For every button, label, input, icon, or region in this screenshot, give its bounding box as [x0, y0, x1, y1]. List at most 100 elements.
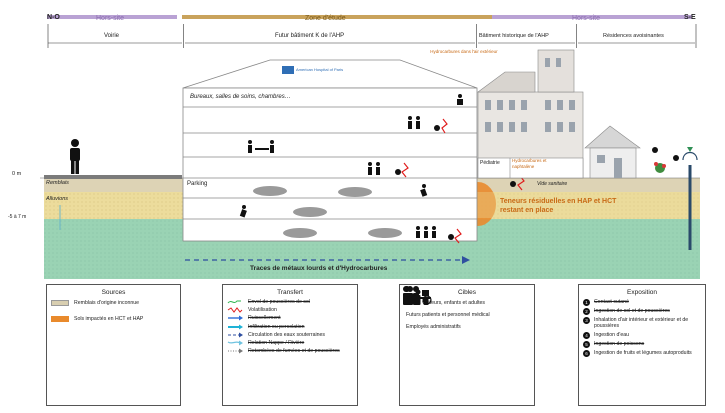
ahp-logo-icon [282, 66, 294, 74]
legend-transfert-label: Volatilisation [248, 307, 277, 314]
building-sign: American Hospital of Paris [296, 67, 344, 72]
historic-building [477, 49, 584, 179]
legend-transfert-label: Ruissellement [248, 315, 281, 322]
light-blue-arrow-icon [227, 340, 243, 346]
hors-site-bar-right [492, 15, 692, 19]
legend-transfert-label: Retombées de fumées et de poussières [248, 348, 340, 355]
legend-exposition-label: Inhalation d'air intérieur et extérieur … [594, 317, 689, 330]
zone-center-label: Zone d'étude [305, 15, 346, 22]
legend-cible-item: Futurs patients et personnel médical [404, 286, 528, 318]
legend-transfert-item: Envol de poussières de sol [227, 299, 353, 305]
legend-sources: Sources Remblais d'origine inconnue Sols… [46, 284, 181, 406]
section-arrows [47, 24, 697, 48]
zone-left-label: Hors-site [96, 15, 125, 22]
legend-transfert-item: Ruissellement [227, 315, 353, 321]
legend-sources-title: Sources [101, 289, 126, 296]
remblais-label: Remblais [46, 180, 69, 186]
legend-exposition-label: Ingestion de poissons [594, 340, 645, 347]
legend-cible-item: Employés administratifs [406, 286, 528, 330]
legend-exposition-item: 3 Inhalation d'air intérieur et extérieur… [583, 317, 701, 329]
parking-label: Parking [187, 181, 208, 187]
road [44, 175, 182, 179]
green-wave-arrow-icon [227, 300, 241, 304]
floor-top-label: Bureaux, salles de soins, chambres… [190, 94, 291, 100]
legend-exposition-item: 6 Ingestion de fruits et légumes autoprod… [583, 349, 701, 357]
legend-exposition-label: Ingestion de sol et de poussières [594, 308, 670, 315]
right-code: S-E [684, 14, 696, 21]
legend-transfert-item: Volatilisation [227, 307, 353, 313]
exposure-number: 5 [583, 340, 590, 348]
legend-exposition-item: 4 Ingestion d'eau [583, 331, 701, 339]
parking-cars [253, 186, 402, 238]
exposure-number: 4 [583, 331, 590, 339]
red-zigzag-icon [227, 307, 243, 314]
exposure-number: 1 [583, 299, 590, 306]
legend-transfert-item: Infiltration ou percolation [227, 324, 353, 330]
hydro-air-label: Hydrocarbures dans l'air extérieur [430, 49, 498, 54]
legend-cibles: Cibles Futurs visiteurs, enfants et adul… [399, 284, 535, 406]
remblais-swatch [51, 300, 69, 306]
cyan-arrow-icon [228, 324, 243, 330]
building-k-roof [182, 59, 478, 89]
sub-futur: Futur bâtiment K de l'AHP [275, 33, 345, 39]
exposure-number: 2 [583, 308, 590, 316]
legend-transfert-title: Transfert [277, 289, 303, 296]
zone-right-label: Hors-site [572, 15, 601, 22]
legend-source-item: Remblais d'origine inconnue [51, 300, 176, 306]
dotted-arrow-icon [228, 348, 243, 354]
legend-transfert-label: Circulation des eaux souterraines [248, 331, 325, 338]
alluvions-label: Alluvions [46, 196, 69, 202]
legend-cible-label: Futurs patients et personnel médical [406, 312, 490, 318]
legend-exposition-item: 2 Ingestion de sol et de poussières [583, 308, 701, 316]
legend-cible-label: Employés administratifs [406, 324, 461, 330]
hors-site-bar-left [47, 15, 177, 19]
building-k-floors [183, 106, 477, 220]
legend-source-label: Sols impactés en HCT et HAP [74, 316, 144, 322]
exposure-markers [395, 125, 679, 240]
legend-transfert: Transfert Envol de poussières de sol Vol… [222, 284, 358, 406]
legend-exposition-label: Ingestion de fruits et légumes autoprodu… [594, 349, 692, 356]
depth-5-label: -5 à 7 m [8, 214, 27, 220]
groundwater-arrowhead [462, 256, 470, 264]
legend-source-label: Remblais d'origine inconnue [74, 300, 140, 306]
volatilisation-zigzags [401, 118, 525, 244]
legend-exposition-label: Ingestion d'eau [594, 331, 630, 338]
legend-transfert-label: Envol de poussières de sol [248, 299, 310, 305]
exposure-number: 6 [583, 349, 590, 357]
zone-etude-bar [182, 15, 492, 19]
legend-transfert-item: Retombées de fumées et de poussières [227, 348, 353, 354]
exposure-number: 3 [583, 317, 590, 325]
legend-exposition-item: 5 Ingestion de poissons [583, 340, 701, 348]
building-k [182, 87, 478, 242]
residence-house [584, 125, 641, 179]
sub-historique: Bâtiment historique de l'AHP [479, 33, 549, 39]
well-icon [682, 147, 698, 250]
legend-transfert-item: Circulation des eaux souterraines [227, 332, 353, 338]
blue-arrow-icon [228, 315, 243, 321]
left-code: N-O [47, 14, 60, 21]
legend-transfert-item: Relation Nappe / Rivière [227, 340, 353, 346]
legend-exposition-label: Contact cutané [594, 299, 629, 305]
impacted-band [472, 192, 700, 218]
legend-exposition-title: Exposition [627, 289, 657, 296]
legend-transfert-label: Infiltration ou percolation [248, 323, 305, 330]
vide-sanitaire-label: Vide sanitaire [537, 181, 568, 187]
legend-cible-label: Futurs visiteurs, enfants et adultes [406, 300, 486, 306]
impacted-swatch [51, 316, 69, 322]
traces-label: Traces de métaux lourds et d'Hydrocarbur… [250, 265, 388, 272]
pedestrian-icon [70, 139, 80, 174]
office-worker-icon [407, 286, 431, 305]
sub-residences: Résidences avoisinantes [603, 33, 664, 39]
hydro-naph-label: Hydrocarbures et naphtalène [512, 158, 547, 169]
teneurs-label: Teneurs résiduelles en HAP et HCT restan… [500, 198, 617, 214]
depth-0-label: 0 m [12, 171, 22, 177]
sub-voirie: Voirie [104, 33, 120, 39]
legend-exposition-item: 1 Contact cutané [583, 299, 701, 306]
occupants-icons [239, 94, 463, 238]
legend-source-item: Sols impactés en HCT et HAP [51, 316, 176, 322]
dashed-arrow-icon [228, 332, 243, 338]
pediatrie-label: Pédiatrie [480, 160, 500, 166]
garden-icon [654, 162, 666, 173]
